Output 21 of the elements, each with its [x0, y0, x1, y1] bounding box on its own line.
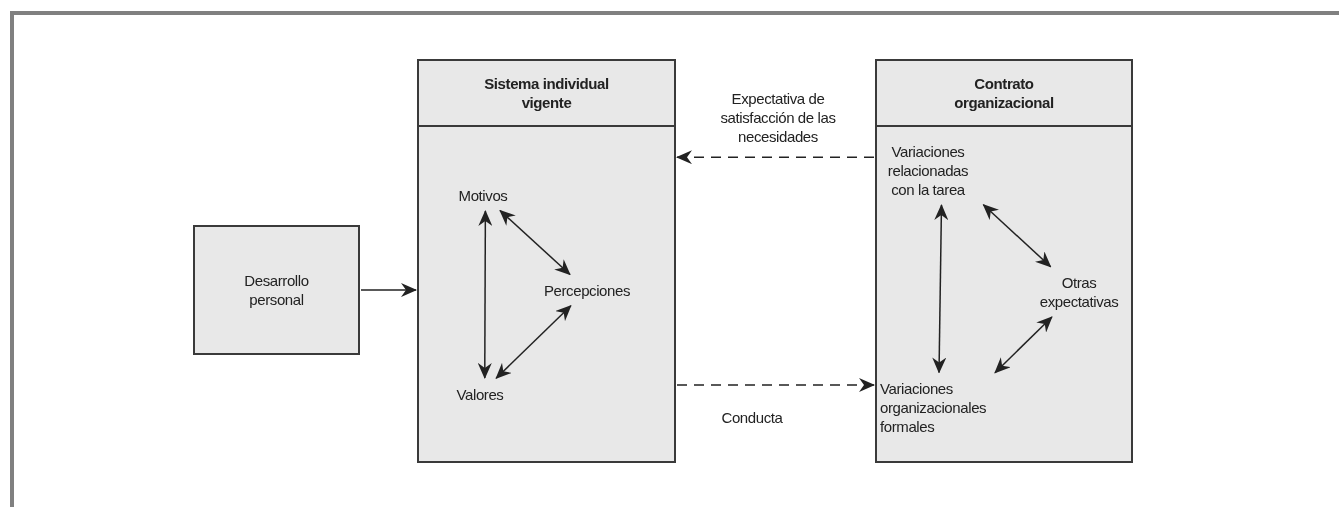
- arrow: [982, 204, 1052, 268]
- concept-label: Valores: [456, 384, 504, 404]
- arrow: [994, 316, 1053, 374]
- arrow: [495, 304, 572, 380]
- arrow: [360, 283, 417, 298]
- group-panel: [417, 59, 676, 463]
- concept-label: Variaciones relacionadas con la tarea: [878, 141, 978, 199]
- box-label: Desarrollo personal: [243, 271, 310, 309]
- concept-label: Otras expectativas: [1033, 273, 1125, 311]
- panel-heading: Contrato organizacional: [953, 74, 1055, 112]
- concept-label: Variaciones organizacionales formales: [880, 379, 1010, 436]
- process-box: [193, 225, 360, 355]
- concept-label: Motivos: [458, 185, 508, 205]
- arrow: [932, 204, 949, 374]
- dashed-arrow: [676, 150, 875, 165]
- arrow: [499, 209, 571, 276]
- panel-heading: Sistema individual vigente: [483, 74, 610, 112]
- group-panel: [875, 59, 1133, 463]
- concept-label: Percepciones: [543, 280, 631, 300]
- dashed-arrow: [676, 378, 875, 393]
- arrow: [477, 210, 493, 379]
